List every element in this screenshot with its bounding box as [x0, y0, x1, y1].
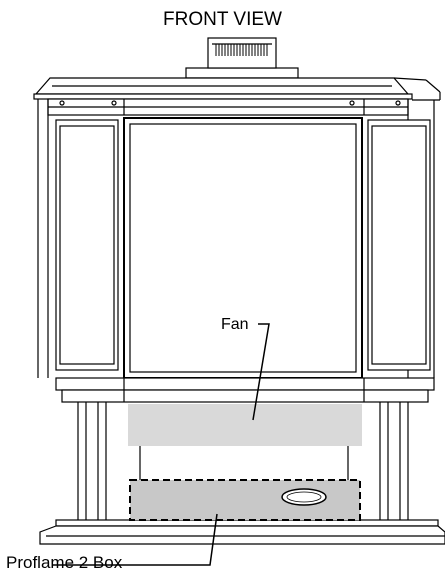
- glass-door: [123, 117, 363, 379]
- proflame-box-callout-label: Proflame 2 Box: [6, 553, 123, 572]
- view-title: FRONT VIEW: [163, 9, 282, 30]
- top-cap: [33, 77, 441, 101]
- base-plate: [39, 519, 445, 545]
- proflame-leader-line: [52, 513, 218, 566]
- right-side-panel: [367, 119, 431, 371]
- upper-trim: [47, 98, 409, 116]
- brand-badge: [281, 488, 327, 506]
- fan-callout-label: Fan: [221, 316, 249, 333]
- bottom-trim: [55, 377, 435, 403]
- proflame-box: [129, 479, 361, 521]
- flue-collar: [185, 37, 299, 79]
- fan-leader-line: [252, 323, 270, 421]
- left-side-panel: [55, 119, 119, 371]
- fan-unit: [128, 404, 362, 446]
